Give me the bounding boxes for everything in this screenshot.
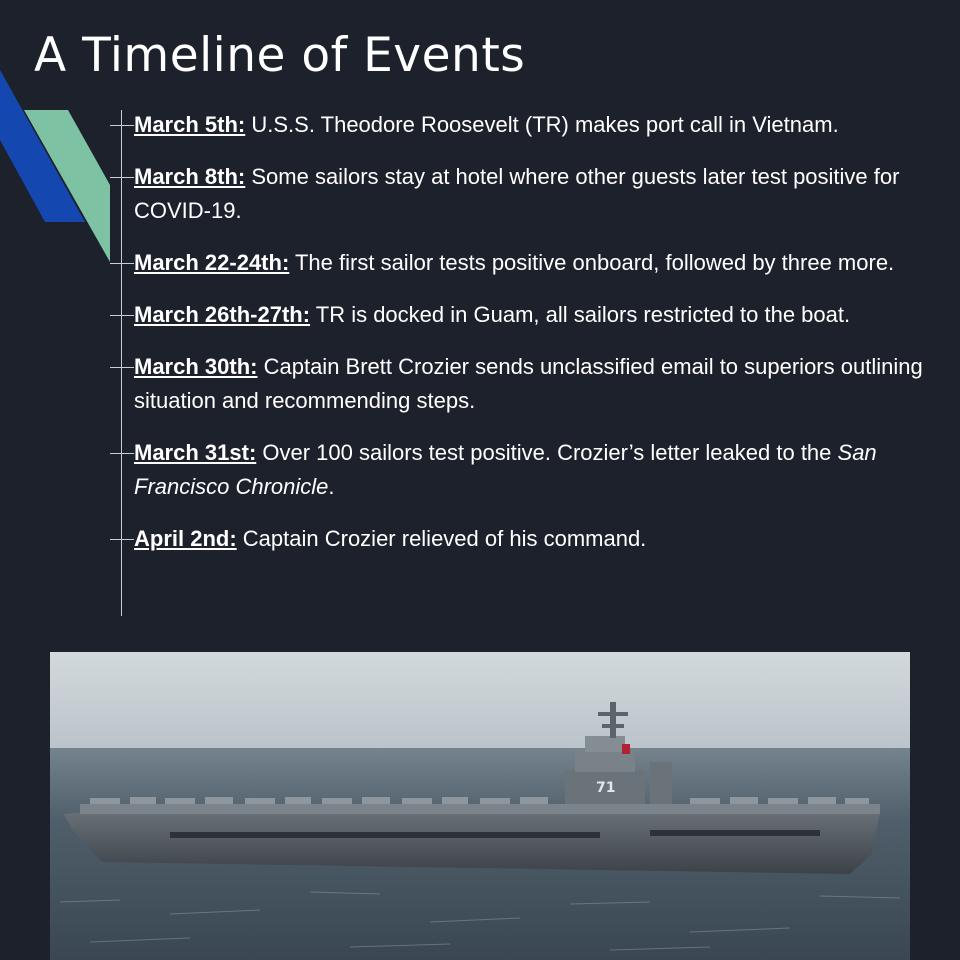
- accent-stripes-decoration: [0, 70, 110, 262]
- event-text: The first sailor tests positive onboard,…: [289, 250, 895, 275]
- aircraft-carrier-photo: 71: [50, 652, 910, 960]
- timeline-tick: [110, 125, 134, 126]
- timeline-vertical-line: [121, 110, 122, 616]
- event-text: TR is docked in Guam, all sailors restri…: [310, 302, 851, 327]
- event-text: Some sailors stay at hotel where other g…: [134, 164, 900, 223]
- slide-title: A Timeline of Events: [34, 28, 526, 83]
- event-date: March 31st:: [134, 440, 257, 465]
- green-accent-stripe: [24, 110, 110, 262]
- timeline-tick: [110, 263, 134, 264]
- sea-waves: [59, 891, 901, 951]
- parked-aircraft: [90, 797, 869, 804]
- timeline-event: March 30th: Captain Brett Crozier sends …: [110, 350, 940, 418]
- timeline-event: March 22-24th: The first sailor tests po…: [110, 246, 940, 280]
- timeline-tick: [110, 177, 134, 178]
- event-date: March 30th:: [134, 354, 258, 379]
- carrier-ship: 71: [64, 702, 880, 874]
- event-date: March 8th:: [134, 164, 246, 189]
- timeline-event: April 2nd: Captain Crozier relieved of h…: [110, 522, 940, 556]
- newspaper-name: San Francisco Chronicle: [134, 440, 877, 499]
- timeline-tick: [110, 453, 134, 454]
- timeline-event: March 8th: Some sailors stay at hotel wh…: [110, 160, 940, 228]
- timeline-tick: [110, 367, 134, 368]
- event-date: March 26th-27th:: [134, 302, 311, 327]
- blue-accent-stripe: [0, 70, 85, 222]
- event-text: Over 100 sailors test positive. Crozier’…: [256, 440, 838, 465]
- hull-number: 71: [596, 780, 615, 796]
- timeline-event: March 31st: Over 100 sailors test positi…: [110, 436, 940, 504]
- event-text: Captain Brett Crozier sends unclassified…: [134, 354, 923, 413]
- flight-deck: [80, 804, 880, 814]
- carrier-island: [565, 702, 672, 804]
- hangar-openings: [170, 832, 600, 838]
- timeline-list: March 5th: U.S.S. Theodore Roosevelt (TR…: [110, 108, 940, 616]
- event-text-end: .: [328, 474, 335, 499]
- timeline-event: March 26th-27th: TR is docked in Guam, a…: [110, 298, 940, 332]
- event-date: April 2nd:: [134, 526, 237, 551]
- event-text: U.S.S. Theodore Roosevelt (TR) makes por…: [245, 112, 839, 137]
- event-date: March 5th:: [134, 112, 246, 137]
- timeline-tick: [110, 539, 134, 540]
- timeline-tick: [110, 315, 134, 316]
- event-date: March 22-24th:: [134, 250, 290, 275]
- sky: [50, 652, 910, 752]
- carrier-hull: [64, 810, 880, 874]
- timeline-event: March 5th: U.S.S. Theodore Roosevelt (TR…: [110, 108, 940, 142]
- event-text: Captain Crozier relieved of his command.: [236, 526, 647, 551]
